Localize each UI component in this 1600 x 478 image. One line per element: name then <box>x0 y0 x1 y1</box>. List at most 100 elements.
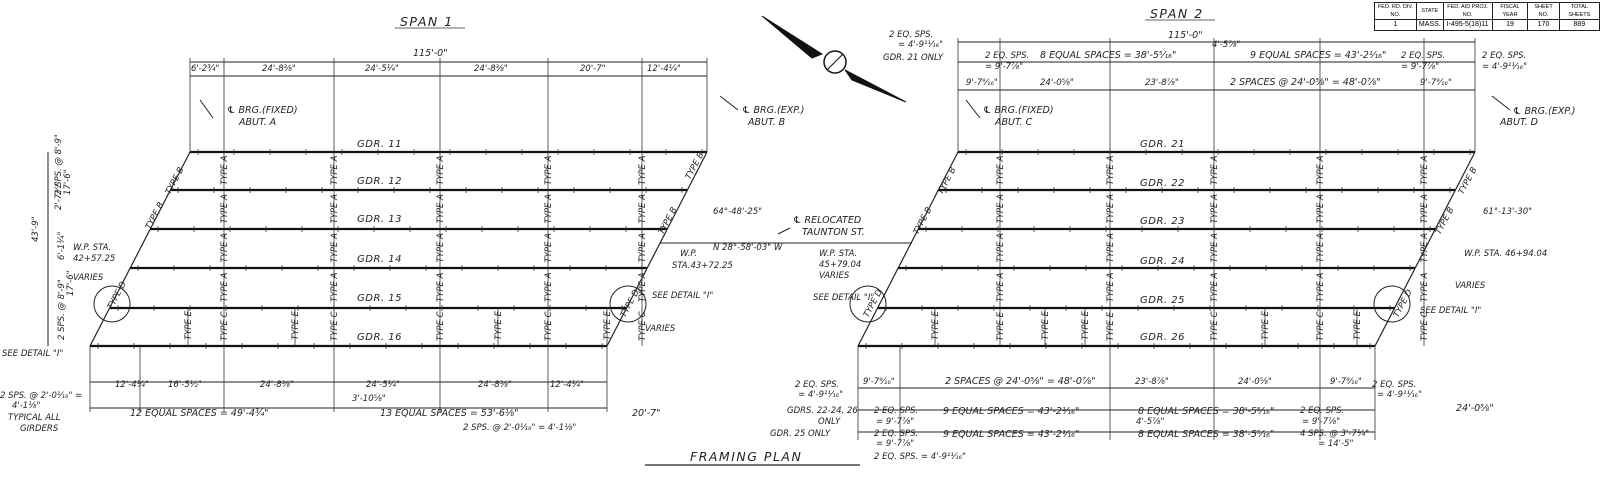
s1-total-width: 43'-9" <box>31 216 41 242</box>
span2-diaphragm-type-label: TYPE A <box>1420 194 1430 224</box>
s2-eq-val-bot-r: = 4'-9¹¹⁄₁₆" <box>1377 390 1422 400</box>
s2-gdrs-22: GDRS. 22-24, 26 <box>787 406 858 416</box>
s1-left-dim-a: 2'-7½" <box>54 182 64 210</box>
s1-bot-dim-4: 24'-5¼" <box>366 380 400 390</box>
span1-diaphragm-type-label: TYPE C <box>544 311 554 341</box>
s2-brg-exp: ℄ BRG.(EXP.) <box>1513 106 1575 117</box>
s2-angle: 61°-13'-30" <box>1483 207 1532 217</box>
span2-diaphragm-type-label: TYPE C <box>1316 311 1326 341</box>
s2-two-eq-mid-r: 2 EQ. SPS. <box>1300 406 1344 416</box>
s2-eq-small-mid-l: = 9'-7⅞" <box>876 417 914 427</box>
s2-eq-val-top: = 4'-9¹¹⁄₁₆" <box>898 40 943 50</box>
span1-type-e-label: TYPE E <box>291 310 301 340</box>
span1-type-b-label: TYPE B <box>144 201 167 232</box>
span2-diaphragm-type-label: TYPE E <box>996 311 1006 341</box>
span1-diaphragm-type-label: TYPE C <box>638 311 648 341</box>
span2-type-e-label: TYPE E <box>1261 310 1271 340</box>
s2-varies-right: VARIES <box>1455 281 1486 291</box>
title-block-value: 889 <box>1558 19 1600 31</box>
span1-type-b-label: TYPE B <box>164 166 187 197</box>
s1-varies-left: VARIES <box>73 273 104 283</box>
span2-diaphragm-type-label: TYPE A <box>1316 194 1326 224</box>
span1-diaphragm-type-label: TYPE A <box>436 272 446 302</box>
span2-title: SPAN 2 <box>1150 6 1204 21</box>
span1-type-b-label: TYPE B <box>684 151 707 182</box>
s1-relocated: ℄ RELOCATED <box>793 215 861 226</box>
s2-bot-row2-1: 9 EQUAL SPACES = 43'-2¹⁄₁₆" <box>943 406 1079 417</box>
s1-spaces-12: 12 EQUAL SPACES = 49'-4¾" <box>130 408 269 419</box>
north-arrow-head <box>761 15 824 59</box>
s2-wp-d: W.P. STA. 46+94.04 <box>1464 249 1547 259</box>
s2-eq-val-bot-l: = 4'-9¹¹⁄₁₆" <box>798 390 843 400</box>
s2-top-row2-4: 2 SPACES @ 24'-0⅝" = 48'-0⅞" <box>1230 77 1381 88</box>
span2-abutment-left <box>857 151 959 347</box>
s2-two-eq-bot-l: 2 EQ. SPS. <box>795 380 839 390</box>
span2-detail-circle-left <box>849 285 887 323</box>
s1-girders: GIRDERS <box>20 424 59 434</box>
span2-type-d-label: TYPE D <box>1392 288 1415 320</box>
s2-gdr21-only: GDR. 21 ONLY <box>883 53 944 63</box>
s2-eq-val-right: = 4'-9¹¹⁄₁₆" <box>1482 62 1527 72</box>
s2-top-row2-3: 23'-8⅞" <box>1145 78 1179 88</box>
s1-bot-dim-3: 24'-8⅜" <box>260 380 294 390</box>
s2-see-detail-right: SEE DETAIL "I" <box>1420 306 1481 316</box>
s1-top-dim-4: 24'-8⅜" <box>474 64 508 74</box>
s2-two-eq-small-r: 2 EQ. SPS. <box>1401 51 1445 61</box>
span1-abutment-left <box>89 151 191 347</box>
s1-sps-typ-2: 4'-1⅛" <box>12 401 40 411</box>
s1-top-dim-2: 24'-8⅜" <box>262 64 296 74</box>
span1-diaphragm-type-label: TYPE A <box>544 194 554 224</box>
s2-bot-row2-2: 8 EQUAL SPACES = 38'-5⁵⁄₁₆" <box>1138 406 1274 417</box>
s2-four-sps: 4 SPS. @ 3'-7¼" <box>1300 429 1369 439</box>
span1-diaphragm-type-label: TYPE A <box>638 272 648 302</box>
span1-diaphragm-type-label: TYPE A <box>638 233 648 263</box>
span2-brg-leader <box>1491 95 1511 111</box>
s2-wp-c-line2: 45+79.04 <box>819 260 861 270</box>
title-block-value: MASS. <box>1415 19 1444 31</box>
span1-type-b-label: TYPE B <box>657 206 680 237</box>
s2-abut-c: ABUT. C <box>994 117 1033 128</box>
gdr-24-label: GDR. 24 <box>1140 256 1185 267</box>
span2-diaphragm-type-label: TYPE E <box>1106 311 1116 341</box>
s2-wp-c-line1: W.P. STA. <box>819 249 857 259</box>
span2-diaphragm-type-label: TYPE A <box>1420 272 1430 302</box>
gdr-16-label: GDR. 16 <box>357 332 402 343</box>
s1-typical-all: TYPICAL ALL <box>8 413 61 423</box>
s2-abut-d: ABUT. D <box>1499 117 1538 128</box>
s2-two-eq-right: 2 EQ. SPS. <box>1482 51 1526 61</box>
span2-type-b-label: TYPE B <box>936 166 959 197</box>
s1-see-detail-right: SEE DETAIL "I" <box>652 291 713 301</box>
span2-type-e-label: TYPE E <box>931 310 941 340</box>
title-block-value: 170 <box>1527 19 1560 31</box>
span1-diaphragm-type-label: TYPE C <box>220 311 230 341</box>
s2-top-row1-1: 8 EQUAL SPACES = 38'-5⁵⁄₁₆" <box>1040 50 1176 61</box>
s1-wp-a-line1: W.P. STA. <box>73 243 111 253</box>
span1-diaphragm-type-label: TYPE A <box>330 194 340 224</box>
span1-brg-leader <box>199 99 214 119</box>
gdr-15-label: GDR. 15 <box>357 293 402 304</box>
s2-gdr25-only: GDR. 25 ONLY <box>770 429 831 439</box>
s2-two-eq-bot-r: 2 EQ. SPS. <box>1372 380 1416 390</box>
span2-type-e-label: TYPE E <box>1041 310 1051 340</box>
span1-type-e-label: TYPE E <box>603 310 613 340</box>
span2-diaphragm-type-label: TYPE A <box>1316 233 1326 263</box>
gdr-26-label: GDR. 26 <box>1140 332 1185 343</box>
span2-diaphragm-type-label: TYPE A <box>1210 272 1220 302</box>
span2-detail-circle-right <box>1373 285 1411 323</box>
span2-diaphragm-type-label: TYPE A <box>996 155 1006 185</box>
span1-diaphragm-type-label: TYPE A <box>330 233 340 263</box>
s1-top-dim-6: 12'-4¼" <box>647 64 681 74</box>
gdr-14-label: GDR. 14 <box>357 254 402 265</box>
s1-taunton: TAUNTON ST. <box>802 227 865 238</box>
span2-diaphragm-type-label: TYPE A <box>1106 233 1116 263</box>
span2-diaphragm-type-label: TYPE A <box>996 233 1006 263</box>
span1-detail-circle-right <box>609 285 647 323</box>
s2-bot-row1-1: 9'-7⁹⁄₁₆" <box>863 377 895 387</box>
span1-diaphragm-type-label: TYPE A <box>436 155 446 185</box>
s1-left-dim-c: 17'-6" <box>63 169 73 195</box>
s2-eq-small-mid-r: = 9'-7⅞" <box>1302 417 1340 427</box>
span1-diaphragm-type-label: TYPE A <box>544 272 554 302</box>
s1-brg-fixed: ℄ BRG.(FIXED) <box>227 105 298 116</box>
